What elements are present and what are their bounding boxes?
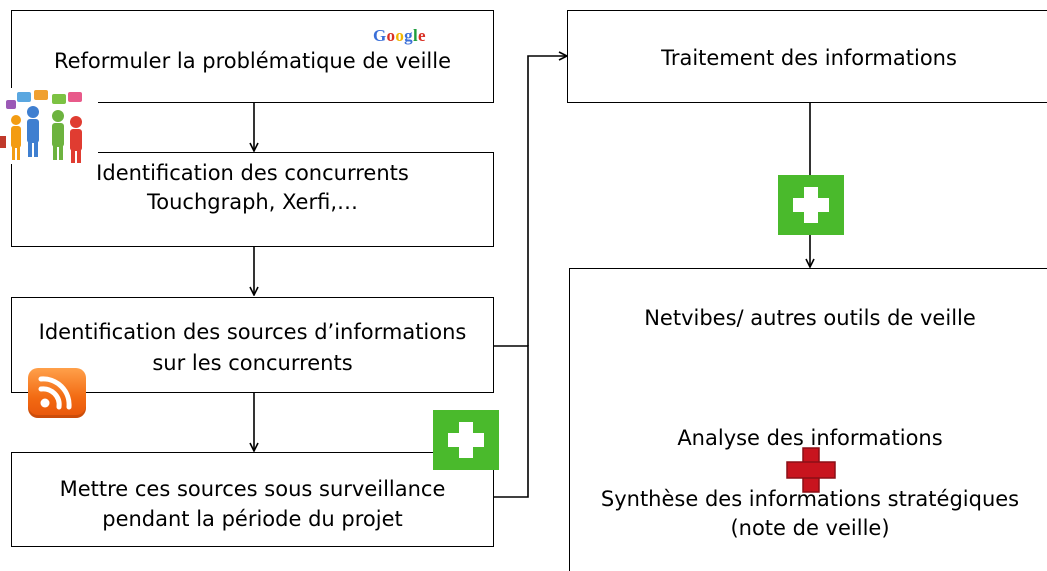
plus-icon (778, 175, 844, 235)
google-letter-o2: o (395, 26, 405, 45)
step-label-line1: Identification des sources d’information… (38, 320, 467, 344)
google-letter-o1: o (386, 26, 396, 45)
step-label-line1: Identification des concurrents (96, 161, 409, 185)
step-label-line1: Netvibes/ autres outils de veille (644, 306, 976, 330)
step-label-line2: sur les concurrents (152, 351, 353, 375)
step-box-identify-sources: Identification des sources d’information… (11, 297, 494, 393)
step-label-line4: (note de veille) (730, 516, 890, 540)
rss-icon (28, 368, 86, 418)
people-icon (0, 88, 98, 164)
step-box-processing: Traitement des informations (567, 10, 1047, 103)
google-logo: Google (373, 26, 426, 46)
plus-icon (433, 410, 499, 470)
step-label-line1: Mettre ces sources sous surveillance (59, 477, 446, 501)
google-letter-l: l (412, 26, 418, 45)
step-label-line2: Analyse des informations (677, 426, 943, 450)
step-box-identify-competitors: Identification des concurrents Touchgrap… (11, 152, 494, 247)
step-box-analysis: Netvibes/ autres outils de veille Analys… (569, 268, 1047, 571)
step-label: Traitement des informations (661, 46, 957, 70)
step-box-monitor-sources: Mettre ces sources sous surveillance pen… (11, 452, 494, 547)
step-label-line2: Touchgraph, Xerfi,… (147, 190, 358, 214)
step-label: Reformuler la problématique de veille (53, 49, 452, 73)
google-letter-g2: g (404, 26, 413, 45)
google-letter-g: G (373, 26, 387, 45)
step-label-line2: pendant la période du projet (102, 507, 403, 531)
google-letter-e: e (418, 26, 426, 45)
step-box-reformulate: Reformuler la problématique de veille (11, 10, 494, 103)
plus-icon (786, 447, 836, 493)
